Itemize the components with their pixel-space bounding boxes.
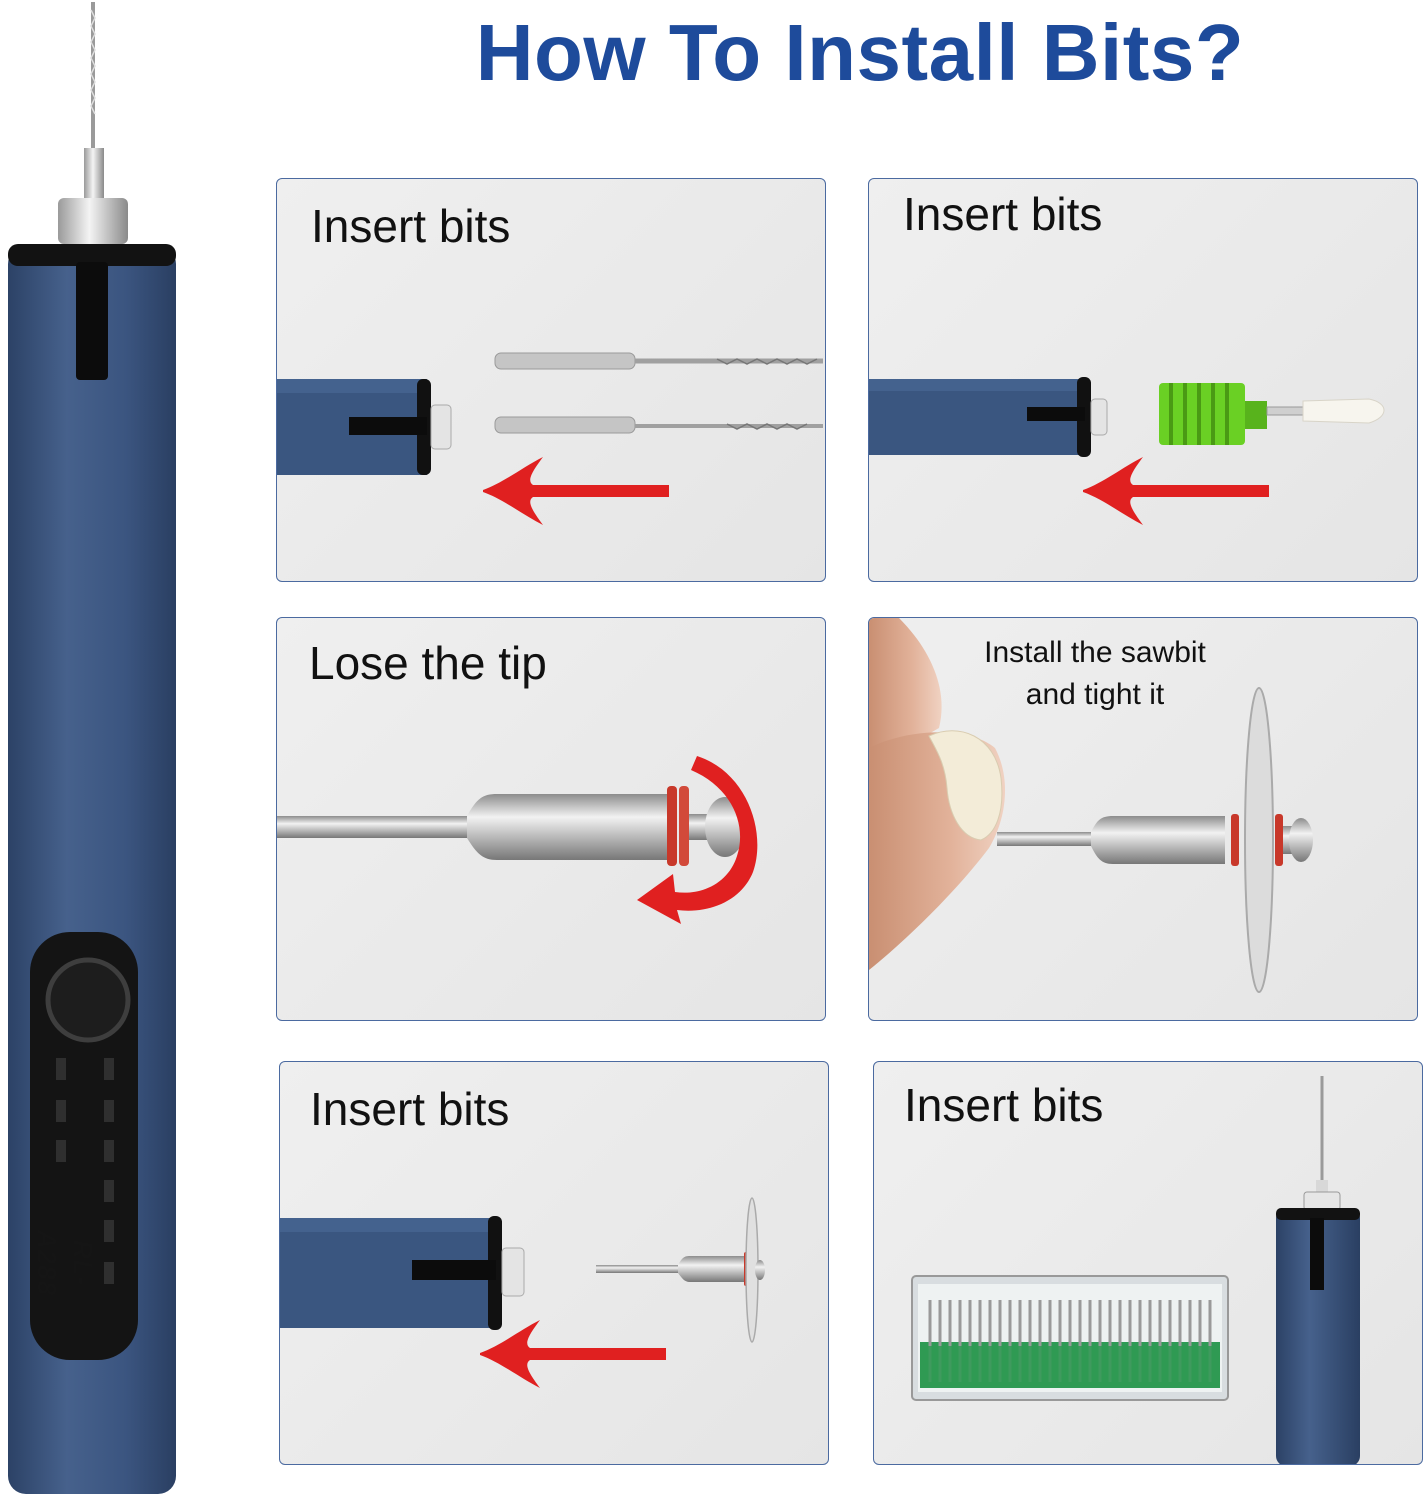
bit-set-box-illustration	[911, 1076, 1360, 1464]
caption-line-2: and tight it	[1025, 678, 1165, 711]
mandrel-illustration	[277, 786, 745, 866]
drill-bits-illustration	[277, 352, 823, 475]
hand-sawbit-photo	[869, 618, 1313, 993]
panel-insert-bit-set: Insert bits	[873, 1061, 1423, 1465]
panel-insert-nail-bit: Insert bits	[868, 178, 1418, 582]
panel-caption: Insert bits	[903, 188, 1103, 240]
panel-caption: Install the sawbit and tight it	[925, 632, 1265, 716]
panel-lose-the-tip: Lose the tip	[276, 617, 826, 1021]
panel-insert-drill-bits: Insert bits	[276, 178, 826, 582]
panel-caption: Insert bits	[904, 1079, 1104, 1131]
model-label: RL-A288	[32, 1229, 98, 1297]
rotary-tool-image	[8, 2, 176, 1494]
arrow-left-icon	[1083, 457, 1269, 525]
page-title: How To Install Bits?	[475, 8, 1245, 97]
panel-caption: Insert bits	[311, 200, 511, 252]
saw-disc-illustration	[280, 1197, 765, 1343]
rotate-arrow-icon	[637, 756, 758, 924]
panel-install-sawbit: Install the sawbit and tight it	[868, 617, 1418, 1021]
panel-insert-saw-disc: Insert bits	[279, 1061, 829, 1465]
nail-bit-illustration	[869, 377, 1385, 457]
panel-caption: Lose the tip	[309, 637, 547, 689]
caption-line-1: Install the sawbit	[984, 636, 1206, 669]
panel-caption: Insert bits	[310, 1083, 510, 1135]
arrow-left-icon	[480, 1320, 666, 1388]
arrow-left-icon	[483, 457, 669, 525]
